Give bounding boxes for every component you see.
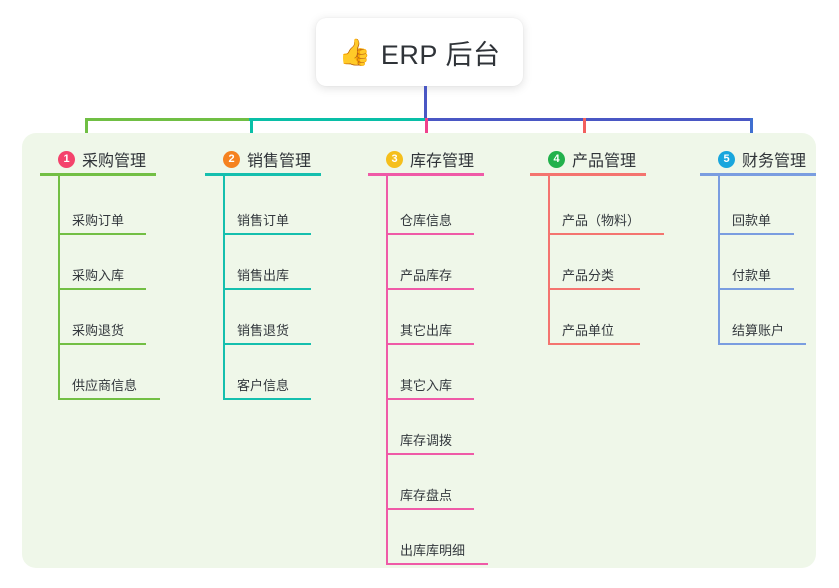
leaf-item[interactable]: 销售退货 (223, 319, 311, 345)
column-spine-2 (223, 173, 225, 400)
bar-segment-teal (249, 118, 427, 121)
leaf-underline (223, 398, 311, 400)
leaf-item[interactable]: 付款单 (718, 264, 794, 290)
leaf-label: 出库库明细 (400, 543, 466, 558)
leaf-label: 客户信息 (237, 378, 290, 393)
leaf-underline (58, 233, 146, 235)
column-spine-3 (386, 173, 388, 565)
leaf-underline (386, 233, 474, 235)
column-title-4: 产品管理 (572, 153, 637, 170)
leaf-underline (718, 343, 806, 345)
column-underline-4 (530, 173, 646, 176)
leaf-label: 采购退货 (72, 323, 125, 338)
leaf-item[interactable]: 结算账户 (718, 319, 806, 345)
column-spine-4 (548, 173, 550, 345)
leaf-label: 产品库存 (400, 268, 453, 283)
column-underline-2 (205, 173, 321, 176)
leaf-item[interactable]: 采购退货 (58, 319, 146, 345)
column-header-2[interactable]: 2 销售管理 (205, 143, 311, 175)
column-header-3[interactable]: 3 库存管理 (368, 143, 474, 175)
leaf-item[interactable]: 仓库信息 (386, 209, 474, 235)
leaf-item[interactable]: 供应商信息 (58, 374, 160, 400)
column-badge-3: 3 (386, 150, 403, 168)
column-underline-5 (700, 173, 816, 176)
leaf-item[interactable]: 产品库存 (386, 264, 474, 290)
column-spine-1 (58, 173, 60, 400)
column-header-5[interactable]: 5 财务管理 (700, 143, 806, 175)
column-badge-1: 1 (58, 150, 75, 168)
leaf-underline (386, 563, 488, 565)
column-title-3: 库存管理 (410, 153, 475, 170)
column-underline-3 (368, 173, 484, 176)
leaf-underline (386, 508, 474, 510)
leaf-underline (223, 288, 311, 290)
leaf-item[interactable]: 库存调拨 (386, 429, 474, 455)
leaf-label: 销售退货 (237, 323, 290, 338)
leaf-underline (548, 233, 664, 235)
leaf-underline (548, 343, 640, 345)
bar-segment-blue (425, 118, 753, 121)
leaf-underline (58, 288, 146, 290)
column-header-1[interactable]: 1 采购管理 (40, 143, 146, 175)
root-stem (424, 86, 427, 120)
leaf-label: 库存调拨 (400, 433, 453, 448)
leaf-label: 付款单 (732, 268, 772, 283)
leaf-item[interactable]: 产品单位 (548, 319, 640, 345)
leaf-item[interactable]: 销售订单 (223, 209, 311, 235)
column-badge-4: 4 (548, 150, 565, 168)
thumbs-up-icon: 👍 (338, 37, 371, 67)
leaf-item[interactable]: 其它入库 (386, 374, 474, 400)
leaf-label: 采购订单 (72, 213, 125, 228)
leaf-label: 销售订单 (237, 213, 290, 228)
leaf-underline (718, 288, 794, 290)
leaf-label: 采购入库 (72, 268, 125, 283)
leaf-label: 结算账户 (732, 323, 785, 338)
leaf-label: 其它出库 (400, 323, 453, 338)
leaf-underline (718, 233, 794, 235)
root-node[interactable]: 👍 ERP 后台 (316, 18, 523, 86)
leaf-label: 仓库信息 (400, 213, 453, 228)
leaf-item[interactable]: 采购订单 (58, 209, 146, 235)
leaf-label: 供应商信息 (72, 378, 138, 393)
leaf-label: 销售出库 (237, 268, 290, 283)
leaf-label: 产品分类 (562, 268, 615, 283)
leaf-underline (223, 343, 311, 345)
leaf-item[interactable]: 客户信息 (223, 374, 311, 400)
leaf-underline (58, 343, 146, 345)
root-title: ERP 后台 (380, 39, 501, 70)
leaf-item[interactable]: 产品（物料） (548, 209, 664, 235)
leaf-label: 库存盘点 (400, 488, 453, 503)
leaf-underline (58, 398, 160, 400)
leaf-item[interactable]: 产品分类 (548, 264, 640, 290)
column-badge-5: 5 (718, 150, 735, 168)
leaf-item[interactable]: 采购入库 (58, 264, 146, 290)
bar-segment-green (85, 118, 251, 121)
column-title-2: 销售管理 (247, 153, 312, 170)
column-underline-1 (40, 173, 156, 176)
column-spine-5 (718, 173, 720, 345)
leaf-underline (386, 453, 474, 455)
leaf-item[interactable]: 其它出库 (386, 319, 474, 345)
diagram-panel: 1 采购管理采购订单采购入库采购退货供应商信息 2 销售管理销售订单销售出库销售退货客… (22, 133, 816, 568)
leaf-item[interactable]: 库存盘点 (386, 484, 474, 510)
leaf-underline (386, 398, 474, 400)
leaf-underline (386, 288, 474, 290)
leaf-label: 产品（物料） (562, 213, 641, 228)
leaf-item[interactable]: 销售出库 (223, 264, 311, 290)
leaf-underline (386, 343, 474, 345)
column-badge-2: 2 (223, 150, 240, 168)
column-title-5: 财务管理 (742, 153, 807, 170)
column-header-4[interactable]: 4 产品管理 (530, 143, 636, 175)
leaf-label: 其它入库 (400, 378, 453, 393)
leaf-label: 回款单 (732, 213, 772, 228)
leaf-underline (548, 288, 640, 290)
leaf-item[interactable]: 出库库明细 (386, 539, 488, 565)
leaf-underline (223, 233, 311, 235)
leaf-label: 产品单位 (562, 323, 615, 338)
column-title-1: 采购管理 (82, 153, 147, 170)
leaf-item[interactable]: 回款单 (718, 209, 794, 235)
